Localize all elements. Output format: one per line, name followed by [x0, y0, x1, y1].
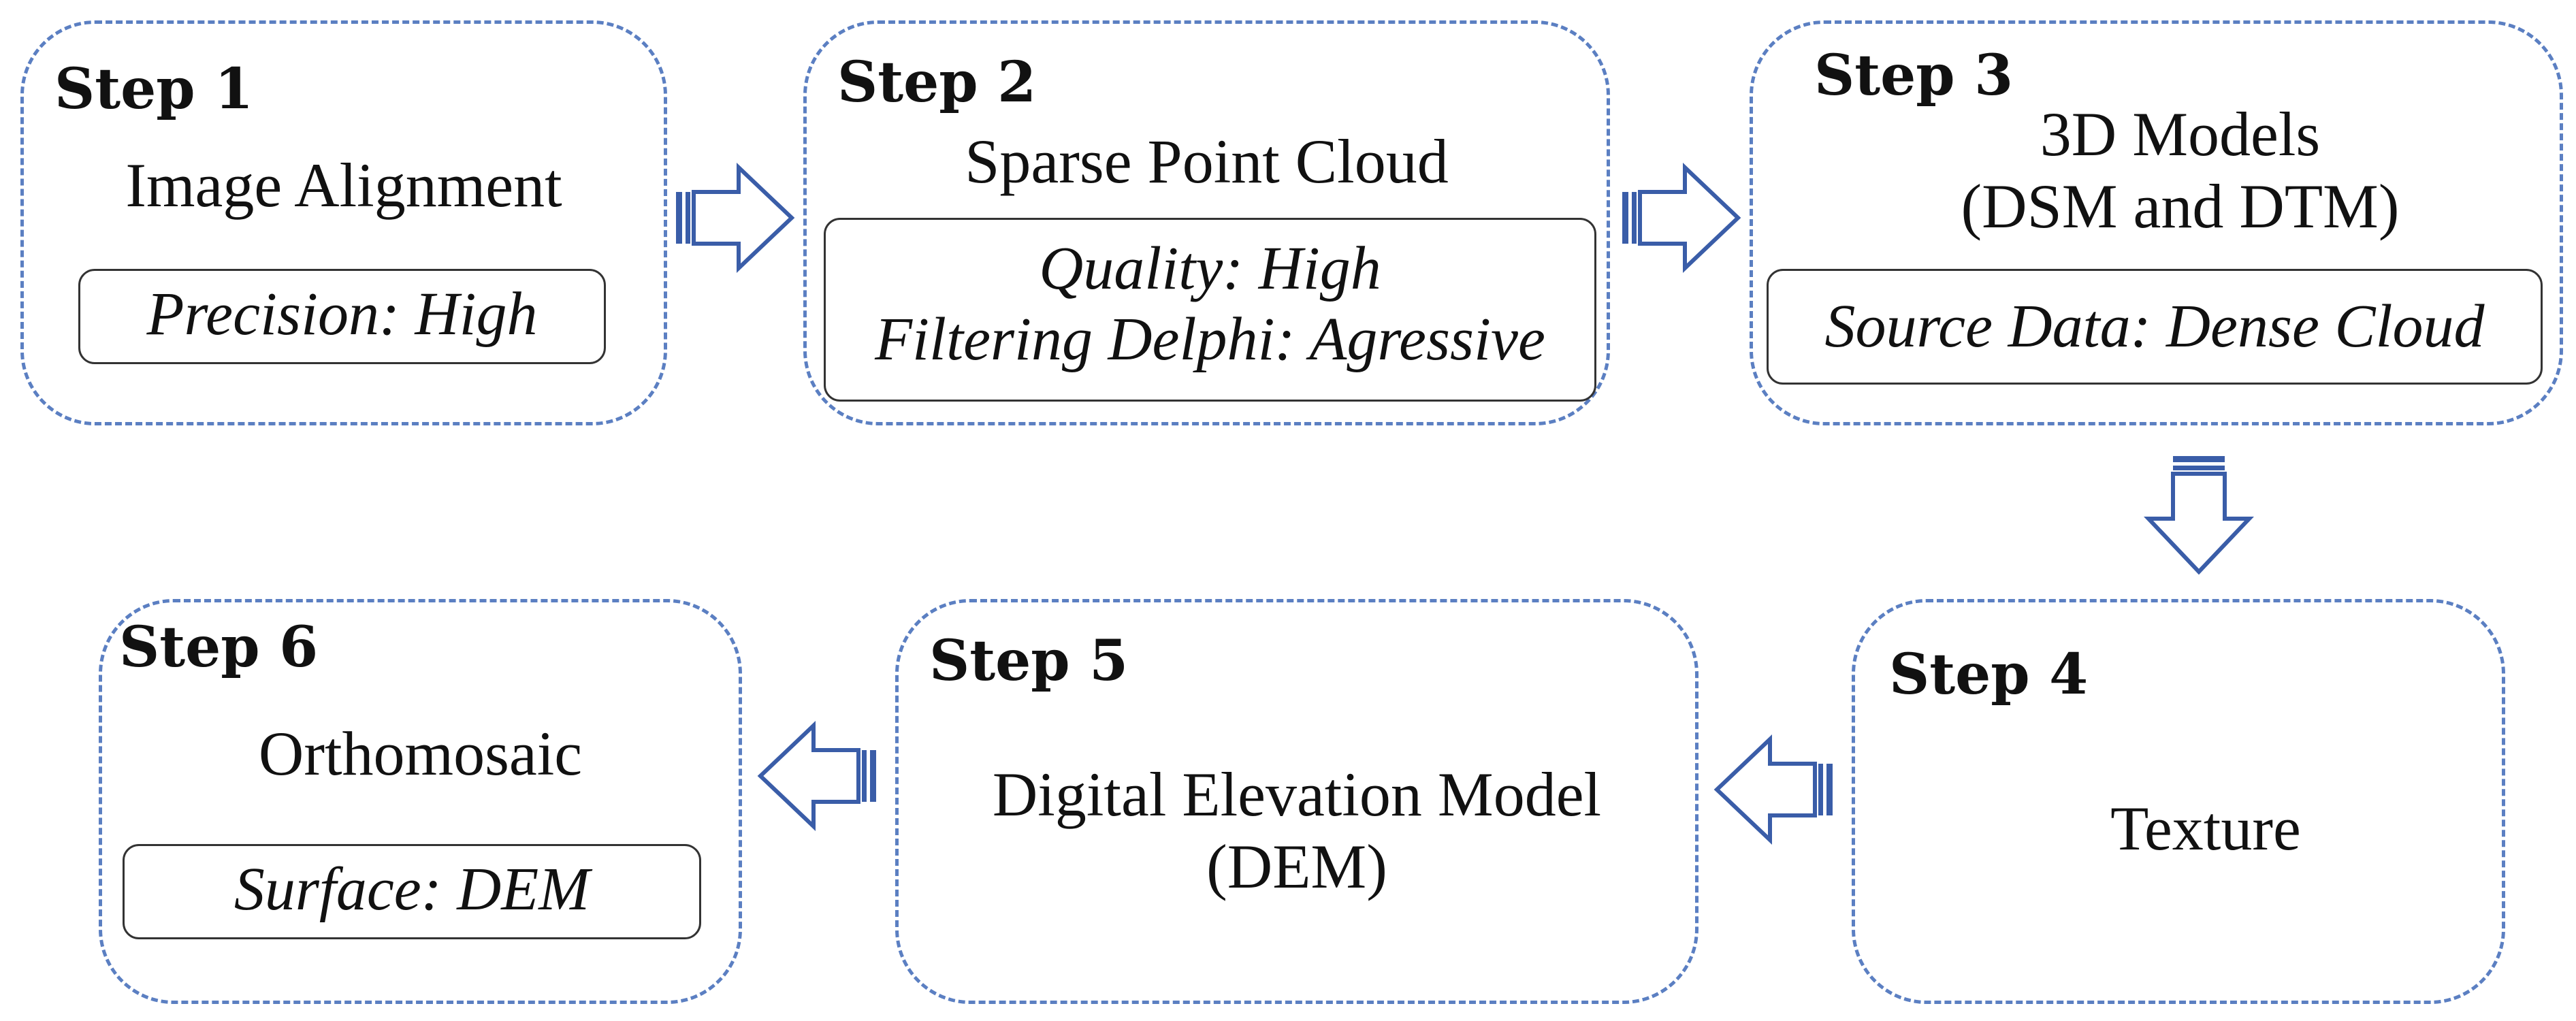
step-3-title-line-2: (DSM and DTM) [1961, 171, 2400, 241]
step-5-box: Step 5 Digital Elevation Model (DEM) [895, 599, 1698, 1004]
step-6-param-1: Surface: DEM [234, 856, 590, 923]
block-arrow-right-icon [1622, 163, 1741, 273]
step-3-label: Step 3 [1814, 43, 2014, 108]
step-5-title: Digital Elevation Model (DEM) [899, 759, 1695, 903]
step-2-title: Sparse Point Cloud [807, 126, 1607, 198]
step-3-params-box: Source Data: Dense Cloud [1767, 269, 2543, 385]
step-3-box: Step 3 3D Models (DSM and DTM) Source Da… [1750, 20, 2563, 425]
step-2-box: Step 2 Sparse Point Cloud Quality: High … [803, 20, 1610, 425]
step-6-label: Step 6 [119, 615, 319, 680]
step-6-title-line-1: Orthomosaic [258, 719, 583, 788]
step-5-title-line-1: Digital Elevation Model [992, 760, 1602, 829]
step-5-title-line-2: (DEM) [1206, 831, 1387, 901]
step-2-param-2: Filtering Delphi: Agressive [875, 305, 1545, 373]
block-arrow-left-icon [1713, 734, 1833, 845]
step-6-title: Orthomosaic [102, 718, 739, 790]
step-2-params-box: Quality: High Filtering Delphi: Agressiv… [824, 218, 1596, 402]
step-6-params-box: Surface: DEM [123, 844, 701, 939]
step-1-label: Step 1 [54, 56, 254, 122]
block-arrow-right-icon [676, 163, 795, 273]
step-4-box: Step 4 Texture [1852, 599, 2505, 1004]
step-3-title: 3D Models (DSM and DTM) [1753, 99, 2560, 243]
step-1-title-line-1: Image Alignment [125, 150, 562, 220]
step-1-title: Image Alignment [24, 150, 664, 222]
step-6-box: Step 6 Orthomosaic Surface: DEM [99, 599, 742, 1004]
block-arrow-down-icon [2144, 456, 2254, 575]
step-5-label: Step 5 [929, 628, 1129, 694]
step-4-label: Step 4 [1889, 642, 2089, 707]
step-3-param-1: Source Data: Dense Cloud [1824, 293, 2485, 360]
step-4-title-line-1: Texture [2110, 794, 2301, 863]
block-arrow-left-icon [757, 721, 876, 831]
step-1-box: Step 1 Image Alignment Precision: High [20, 20, 667, 425]
step-2-param-1: Quality: High [1039, 235, 1381, 302]
step-4-title: Texture [1855, 793, 2502, 865]
step-1-params-box: Precision: High [78, 269, 606, 364]
step-3-title-line-1: 3D Models [2040, 99, 2321, 169]
step-2-label: Step 2 [837, 50, 1037, 115]
step-2-title-line-1: Sparse Point Cloud [965, 127, 1449, 196]
step-1-param-1: Precision: High [146, 280, 538, 348]
